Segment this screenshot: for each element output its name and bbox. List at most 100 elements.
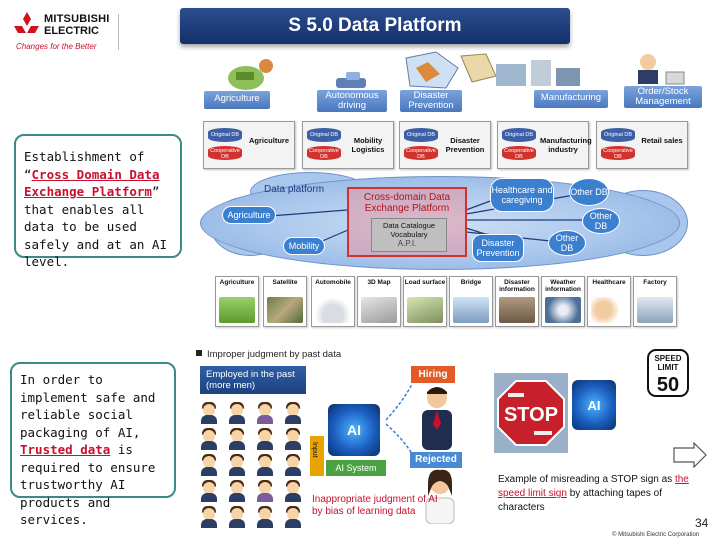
node-healthcare: Healthcare and caregiving xyxy=(490,178,554,212)
db-tile-manufacturing: Original DB Cooperative DB Manufacturing… xyxy=(497,121,592,169)
person-icon xyxy=(283,506,303,528)
slide-title: S 5.0 Data Platform xyxy=(180,8,570,44)
bias-note: Inappropriate judgment of AI by bias of … xyxy=(312,494,438,517)
tab-order-stock: Order/Stock Management xyxy=(624,86,702,108)
cooperative-db-icon xyxy=(502,146,536,160)
person-icon xyxy=(283,428,303,450)
original-db-label: Original DB xyxy=(210,132,240,138)
api-label: A.P.I. xyxy=(397,239,417,248)
source-label: Factory xyxy=(643,279,667,286)
cooperative-db-label: Cooperative DB xyxy=(406,148,436,160)
rejected-woman-icon xyxy=(425,469,455,524)
cooperative-db-label: Cooperative DB xyxy=(309,148,339,160)
ai-brain-icon: AI xyxy=(328,404,380,456)
source-label: Healthcare xyxy=(592,279,626,286)
db-tile-label: Agriculture xyxy=(248,136,289,145)
sign-top-text: SPEED xyxy=(654,354,681,363)
node-disaster-prevention: Disaster Prevention xyxy=(472,234,524,262)
node-agriculture: Agriculture xyxy=(222,206,276,224)
logo-line1: MITSUBISHI xyxy=(44,13,110,25)
node-other-db-3: Other DB xyxy=(548,230,586,256)
sign-num-text: 50 xyxy=(657,374,679,396)
domain-illustrations xyxy=(228,51,685,90)
source-load-surface: Load surface xyxy=(403,276,447,327)
person-icon xyxy=(199,454,219,476)
employed-past-label: Employed in the past (more men) xyxy=(200,366,306,394)
factory-icon xyxy=(637,297,673,323)
box2-text2: is required to ensure trustworthy AI pro… xyxy=(20,442,156,527)
car-icon xyxy=(315,297,351,323)
speed-limit-sign-icon: SPEED LIMIT 50 xyxy=(647,349,689,397)
source-weather-info: Weather information xyxy=(541,276,585,327)
node-other-db-1: Other DB xyxy=(569,178,609,206)
bias-title-text: Improper judgment by past data xyxy=(207,349,342,360)
node-mobility: Mobility xyxy=(283,237,325,255)
tab-autonomous-driving: Autonomous driving xyxy=(317,90,387,112)
caption-highlight: the speed limit sign xyxy=(498,474,689,499)
box2-text1: In order to implement safe and reliable … xyxy=(20,372,156,440)
person-icon xyxy=(283,402,303,424)
db-tile-label: Retail sales xyxy=(641,136,683,145)
person-icon xyxy=(283,480,303,502)
map-3d-icon xyxy=(361,297,397,323)
field-photo-icon xyxy=(219,297,255,323)
source-label: Load surface xyxy=(404,279,446,286)
three-diamonds-icon xyxy=(14,12,39,33)
original-db-icon xyxy=(601,128,635,142)
source-bridge: Bridge xyxy=(449,276,493,327)
box1-highlight1: Cross Domain Data xyxy=(31,166,160,182)
person-icon xyxy=(227,454,247,476)
sign-mid-text: LIMIT xyxy=(658,363,679,372)
cooperative-db-label: Cooperative DB xyxy=(210,148,240,160)
square-bullet-icon xyxy=(196,350,202,356)
hiring-label: Hiring xyxy=(411,366,455,383)
source-label: Agriculture xyxy=(219,279,255,286)
cross-domain-exchange-platform: Cross-domain Data Exchange Platform Data… xyxy=(347,187,467,257)
stop-sign-photo: STOP xyxy=(494,373,568,453)
original-db-icon xyxy=(502,128,536,142)
caption-part2: by attaching tapes of characters xyxy=(498,488,662,513)
cooperative-db-icon xyxy=(404,146,438,160)
source-label: Automobile xyxy=(315,279,351,286)
logo-tagline: Changes for the Better xyxy=(16,42,97,51)
data-catalogue: Data Catalogue Vocabulary xyxy=(371,218,447,252)
original-db-icon xyxy=(404,128,438,142)
person-icon xyxy=(227,402,247,424)
exchange-title: Cross-domain Data Exchange Platform xyxy=(363,192,451,214)
original-db-label: Original DB xyxy=(309,132,339,138)
rejected-label: Rejected xyxy=(410,452,462,468)
source-label: Disaster information xyxy=(499,279,535,293)
person-icon xyxy=(255,428,275,450)
source-satellite: Satellite xyxy=(263,276,307,327)
original-db-label: Original DB xyxy=(406,132,436,138)
input-label: Input xyxy=(311,442,318,458)
hired-man-icon xyxy=(422,387,452,450)
original-db-icon xyxy=(208,128,242,142)
stop-text: STOP xyxy=(504,404,558,426)
source-label: Bridge xyxy=(460,279,482,286)
person-icon xyxy=(255,506,275,528)
copyright: © Mitsubishi Electric Corporation xyxy=(612,532,700,538)
db-tile-disaster: Original DB Cooperative DB Disaster Prev… xyxy=(399,121,491,169)
weather-satellite-icon xyxy=(545,297,581,323)
ai-system-label: AI System xyxy=(326,460,386,476)
source-automobile: Automobile xyxy=(311,276,355,327)
stop-sign-icon: STOP xyxy=(497,380,565,446)
db-tile-label: Mobility Logistics xyxy=(351,136,385,154)
satellite-map-icon xyxy=(267,297,303,323)
person-icon xyxy=(255,480,275,502)
node-other-db-2: Other DB xyxy=(582,208,620,234)
source-factory: Factory xyxy=(633,276,677,327)
cooperative-db-icon xyxy=(208,146,242,160)
source-agriculture: Agriculture xyxy=(215,276,259,327)
bridge-icon xyxy=(453,297,489,323)
disaster-photo-icon xyxy=(499,297,535,323)
catalogue-label: Data Catalogue Vocabulary xyxy=(382,221,436,239)
tab-agriculture: Agriculture xyxy=(204,91,270,109)
tab-manufacturing: Manufacturing xyxy=(534,90,608,108)
data-platform-title: Data platform xyxy=(264,184,325,195)
source-label: 3D Map xyxy=(367,279,391,286)
input-arrow-icon xyxy=(310,436,324,476)
person-icon xyxy=(283,454,303,476)
source-label: Satellite xyxy=(272,279,298,286)
